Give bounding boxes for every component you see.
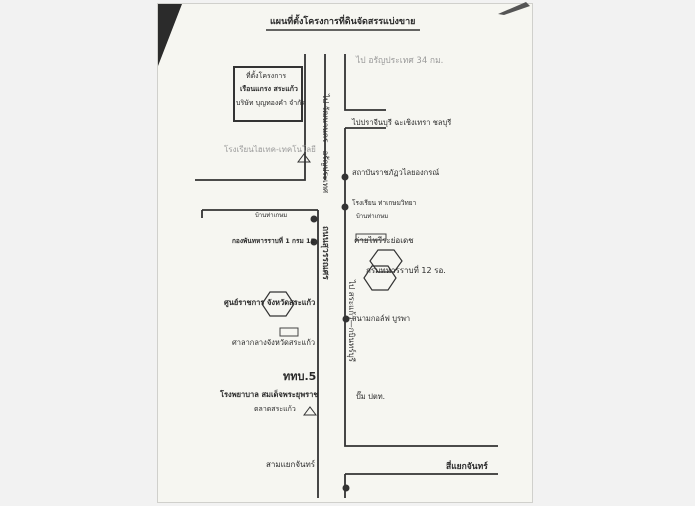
tha-kasem-school-dot	[341, 203, 349, 211]
ban-tha-kasem-right-label: บ้านท่าเกษม	[356, 213, 389, 220]
gov-center-label: ศูนย์ราชการ จังหวัดสระแก้ว	[224, 298, 316, 307]
project-line1: ที่ตั้งโครงการ	[246, 72, 287, 80]
road-edge-right-upper	[344, 54, 386, 111]
sam-yaek-label: สามแยกจันทร์	[266, 460, 316, 469]
camp-label: ค่ายไพรีระย่อเดช	[354, 236, 414, 245]
folded-corner	[158, 4, 182, 66]
camp-hexagon	[369, 249, 403, 273]
to-aranyaprathet-label: ไป อรัญประเทศ 34 กม.	[356, 56, 444, 66]
road-upper-left-bottom	[195, 54, 306, 181]
provincial-hall-label: ศาลากลางจังหวัดสระแก้ว	[232, 338, 316, 347]
si-yaek-dot	[342, 484, 350, 492]
road-edge-right	[344, 128, 498, 447]
ban-tha-kasem-left-label: บ้านท่าเกษม	[255, 212, 288, 219]
ptt-label: ปั๊ม ปตท.	[356, 392, 386, 401]
battalion-label: กองพันทหารราบที่ 1 กรม 12	[232, 237, 316, 245]
vertical-lower-label: ไป สระแก้ว—กบินทร์บุรี	[347, 280, 356, 362]
golf-dot	[342, 315, 350, 323]
ban-tha-kasem-dot	[310, 215, 318, 223]
map-roads	[195, 29, 498, 498]
vertical-road-label: ถนนสุวรรณศร	[320, 226, 330, 280]
map-title: แผนที่ตั้งโครงการที่ดินจัดสรรแบ่งขาย	[270, 17, 416, 27]
camp-box	[355, 233, 387, 241]
project-location-box	[233, 66, 303, 122]
project-line2: เรือนแกรง สระแก้ว	[240, 85, 298, 93]
tha-kasem-school-label: โรงเรียน ท่าเกษมวิทยา	[352, 199, 417, 207]
si-yaek-label: สี่แยกจันทร์	[446, 462, 488, 472]
rajabhat-dot	[341, 173, 349, 181]
battalion-dot	[310, 238, 318, 246]
golf-label: สนามกอล์ฟ บูรพา	[352, 314, 411, 323]
project-line3: บริษัท บุญทองคำ จำกัด	[236, 99, 306, 107]
hospital-label: โรงพยาบาล สมเด็จพระยุพราช	[220, 390, 319, 399]
market-label: ตลาดสระแก้ว	[254, 405, 296, 413]
to-prachinburi-label: ไปปราจีนบุรี ฉะเชิงเทรา ชลบุรี	[352, 118, 452, 127]
vertical-upper-label: ไป วัฒนานคร—อรัญประเทศ	[321, 94, 330, 194]
gov-center-hexagon	[261, 291, 295, 317]
tthb-label: ททบ.5	[283, 370, 317, 383]
market-triangle	[303, 406, 317, 416]
regiment-label: กรมทหารราบที่ 12 รอ.	[366, 266, 446, 275]
provincial-hall-box	[279, 327, 299, 337]
rajabhat-label: สถาบันราชภัฏวไลยองกรณ์	[352, 168, 440, 177]
clip-icon	[498, 2, 530, 15]
hitech-school-label: โรงเรียนไฮเทค-เทคโนโลยี	[224, 145, 316, 154]
regiment-hexagon	[363, 265, 397, 291]
hitech-school-triangle	[297, 153, 311, 163]
